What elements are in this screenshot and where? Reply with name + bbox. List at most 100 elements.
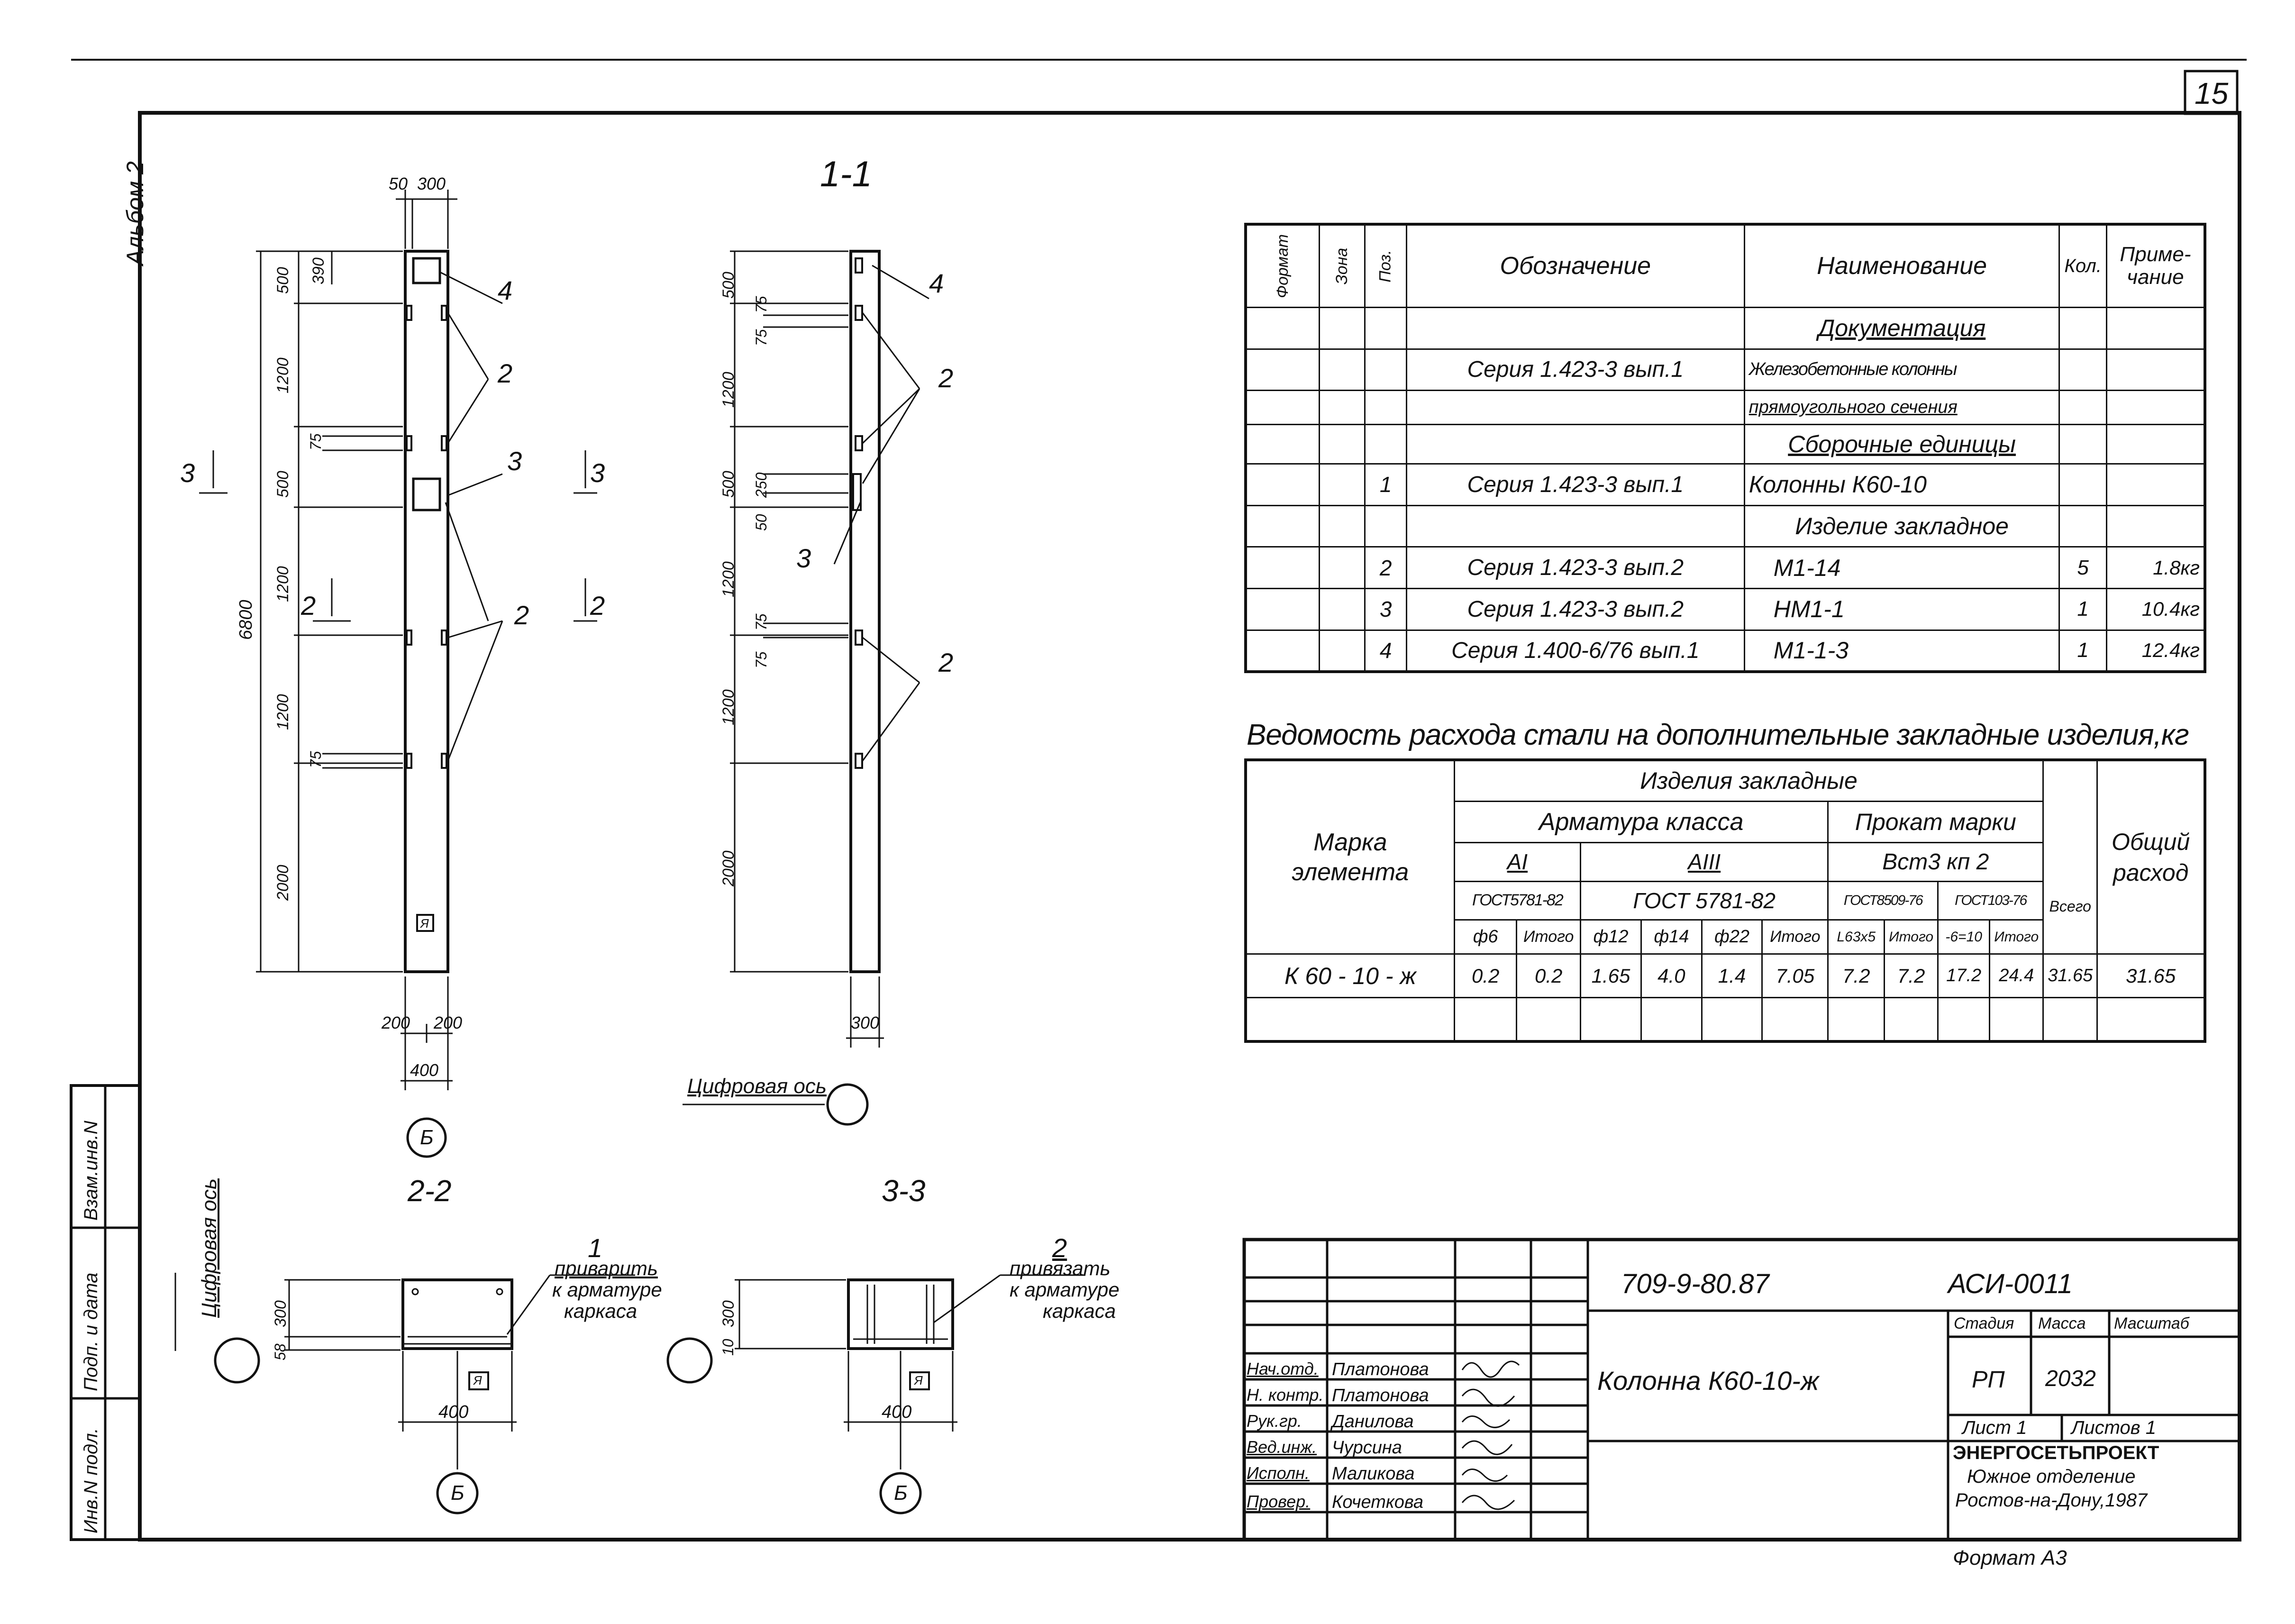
tb-mass-header: Масса <box>2038 1314 2086 1332</box>
stamp-vzam-inv: Взам.инв.N <box>81 1121 101 1221</box>
s11-dim-75a: 75 <box>753 296 770 313</box>
steel-empty-row <box>1245 997 2206 1042</box>
spec-row: Изделие закладное <box>1245 504 2206 548</box>
elev-dim-200a: 200 <box>382 1013 410 1032</box>
s11-dim-1200b: 1200 <box>719 561 738 597</box>
tb-person-1: Платонова <box>1332 1359 1429 1379</box>
elev-dim-500a: 500 <box>274 267 292 294</box>
s22-mark-letter: Я <box>474 1373 482 1387</box>
elev-callout-3: 3 <box>507 446 522 476</box>
elev-dim-75b: 75 <box>307 751 324 768</box>
elev-dim-75a: 75 <box>307 433 324 450</box>
tb-person-4: Чурсина <box>1332 1438 1402 1458</box>
elev-dim-500b: 500 <box>274 471 292 498</box>
tb-person-2: Платонова <box>1332 1386 1429 1405</box>
tb-role-6: Провер. <box>1247 1492 1311 1511</box>
elev-dim-2000: 2000 <box>274 865 292 901</box>
s22-dim-400: 400 <box>438 1402 469 1422</box>
s11-dim-50: 50 <box>753 514 770 531</box>
tb-role-1: Нач.отд. <box>1247 1359 1319 1378</box>
s22-dim-300: 300 <box>272 1300 290 1327</box>
spec-h-format: Формат <box>1245 223 1321 308</box>
s33-mark-letter: Я <box>914 1373 923 1387</box>
elev-dim-top-50: 50 <box>389 174 408 193</box>
steel-h-vsego: Всего <box>2042 759 2098 955</box>
album-label: Альбом 2 <box>122 161 148 265</box>
s22-note-1: приварить <box>555 1257 658 1279</box>
section-mark-3-right: 3 <box>590 458 605 488</box>
tb-role-5: Исполн. <box>1247 1463 1310 1483</box>
s11-dim-250: 250 <box>753 472 770 498</box>
steel-data-row: К 60 - 10 - ж 0.2 0.2 1.65 4.0 1.4 7.05 … <box>1245 953 2206 999</box>
s11-dim-500b: 500 <box>719 471 738 498</box>
tb-sheet: Лист 1 <box>1962 1417 2027 1438</box>
stamp-podp-data: Подп. и дата <box>81 1272 101 1391</box>
elev-dim-top-300: 300 <box>417 174 446 193</box>
s11-dim-75b: 75 <box>753 329 770 346</box>
s11-axis-label-line1: Цифровая ось <box>687 1075 827 1098</box>
tb-scale-header: Масштаб <box>2114 1314 2189 1332</box>
spec-table: Формат Зона Поз. Обозначение Наименовани… <box>1244 223 2206 673</box>
s22-dim-58: 58 <box>272 1343 289 1360</box>
tb-stage: РП <box>1972 1366 2005 1393</box>
s11-dim-75c: 75 <box>753 613 770 630</box>
tb-code: 709-9-80.87 <box>1621 1268 1769 1299</box>
section-mark-2-left: 2 <box>301 591 316 620</box>
elev-axis-letter: Б <box>420 1126 434 1149</box>
section-mark-3-left: 3 <box>180 458 195 488</box>
elev-mark-letter: Я <box>420 916 429 931</box>
tb-sheet-code: АСИ-0011 <box>1948 1268 2073 1299</box>
steel-h5: ф6 Итого ф12 ф14 ф22 Итого L63x5 Итого -… <box>1246 919 2205 955</box>
s11-dim-1200a: 1200 <box>719 372 738 408</box>
steel-h4: ГОСТ5781-82 ГОСТ 5781-82 ГОСТ8509-76 ГОС… <box>1246 880 2205 921</box>
s33-note-3: каркаса <box>1043 1300 1116 1322</box>
s22-note-3: каркаса <box>564 1300 638 1322</box>
tb-role-4: Вед.инж. <box>1247 1437 1317 1457</box>
spec-row: прямоугольного сечения <box>1245 390 2206 426</box>
s11-callout-3: 3 <box>796 543 811 573</box>
s11-dim-2000: 2000 <box>719 850 738 886</box>
tb-sheets: Листов 1 <box>2071 1417 2157 1438</box>
spec-h-designation: Обозначение <box>1405 223 1745 308</box>
spec-row: 3 Серия 1.423-3 вып.2 НМ1-1 1 10.4кг <box>1245 588 2206 631</box>
elev-callout-2a: 2 <box>498 358 513 388</box>
tb-stage-header: Стадия <box>1954 1314 2014 1332</box>
elev-callout-2b: 2 <box>514 600 529 630</box>
spec-h-pos: Поз. <box>1364 223 1407 308</box>
elev-dim-6800: 6800 <box>236 600 256 640</box>
s11-callout-2b: 2 <box>938 648 954 677</box>
section-2-2-title: 2-2 <box>408 1174 452 1208</box>
spec-row: Документация <box>1245 306 2206 350</box>
tb-role-3: Рук.гр. <box>1247 1411 1302 1431</box>
elev-dim-390: 390 <box>310 257 328 284</box>
section-mark-2-right: 2 <box>590 591 605 620</box>
s22-axis-letter: Б <box>451 1481 464 1505</box>
tb-name: Колонна К60-10-ж <box>1597 1366 1819 1396</box>
spec-h-note: Приме-чание <box>2105 223 2206 308</box>
tb-org-2: Южное отделение <box>1967 1466 2136 1487</box>
tb-person-3: Данилова <box>1332 1412 1414 1432</box>
spec-h-zona: Зона <box>1319 223 1366 308</box>
steel-h2: Арматура класса Прокат марки <box>1246 800 2205 843</box>
tb-role-2: Н. контр. <box>1247 1385 1324 1405</box>
steel-h-group: Изделия закладные <box>1453 759 2044 802</box>
elev-dim-1200c: 1200 <box>274 694 292 730</box>
stamp-inv-podl: Инв.N подл. <box>81 1428 101 1533</box>
tb-format: Формат А3 <box>1953 1546 2067 1569</box>
s11-callout-4: 4 <box>929 268 944 298</box>
section-3-3-title: 3-3 <box>882 1174 926 1208</box>
s22-axis-label: Цифровая ось <box>198 1178 221 1318</box>
s33-note-2: к арматуре <box>1010 1278 1120 1301</box>
elev-dim-1200a: 1200 <box>274 357 292 393</box>
spec-row: Сборочные единицы <box>1245 424 2206 465</box>
s11-dim-1200c: 1200 <box>719 689 738 725</box>
spec-row: 2 Серия 1.423-3 вып.2 М1-14 5 1.8кг <box>1245 546 2206 590</box>
steel-h3: АI АIII Вст3 кп 2 <box>1246 841 2205 882</box>
spec-row: 1 Серия 1.423-3 вып.1 Колонны К60-10 <box>1245 463 2206 506</box>
